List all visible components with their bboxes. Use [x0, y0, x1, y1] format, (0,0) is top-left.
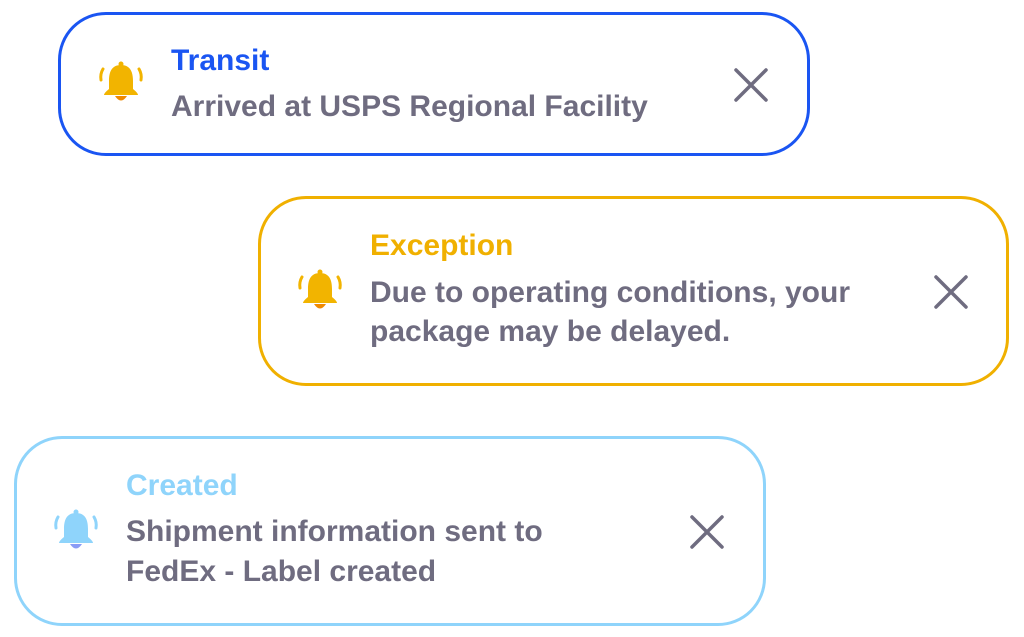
bell-icon	[298, 269, 342, 309]
notification-status: Exception	[370, 229, 514, 262]
bell-icon	[54, 509, 98, 549]
notification-exception: Exception Due to operating conditions, y…	[258, 196, 1009, 386]
notification-message-line: Shipment information sent to	[126, 515, 543, 548]
bell-icon	[99, 61, 143, 101]
notification-status: Created	[126, 469, 238, 502]
notification-created: Created Shipment information sent to Fed…	[14, 436, 766, 626]
notification-transit: Transit Arrived at USPS Regional Facilit…	[58, 12, 810, 156]
notification-status: Transit	[171, 44, 270, 77]
notification-message-line: FedEx - Label created	[126, 555, 437, 588]
notification-message-line: package may be delayed.	[370, 315, 731, 348]
notification-message-line: Due to operating conditions, your	[370, 276, 850, 309]
close-icon[interactable]	[931, 272, 971, 312]
notification-message: Arrived at USPS Regional Facility	[171, 90, 648, 123]
close-icon[interactable]	[731, 65, 771, 105]
close-icon[interactable]	[687, 512, 727, 552]
